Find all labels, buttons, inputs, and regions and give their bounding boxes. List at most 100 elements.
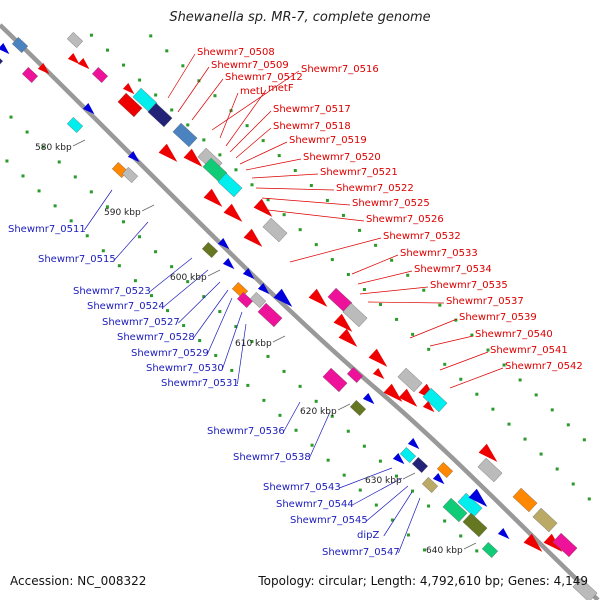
gene-arrow bbox=[158, 143, 178, 162]
gene-label-left: Shewmr7_0528 bbox=[117, 332, 195, 343]
gene-box bbox=[349, 399, 367, 417]
gene-feature bbox=[322, 367, 348, 393]
leader-line bbox=[225, 89, 267, 147]
tick-mark bbox=[141, 204, 155, 212]
leader-line bbox=[267, 209, 365, 222]
leader-line bbox=[222, 311, 243, 370]
leader-line bbox=[177, 66, 210, 113]
track-dot bbox=[266, 354, 270, 358]
track-dot bbox=[69, 219, 73, 223]
gene-arrow bbox=[127, 150, 140, 163]
gene-box bbox=[532, 507, 558, 533]
label-leader-lines bbox=[84, 53, 504, 554]
gene-label-right: Shewmr7_0542 bbox=[505, 361, 583, 372]
gene-label-left: Shewmr7_0545 bbox=[290, 515, 368, 526]
leader-line bbox=[237, 323, 247, 385]
gene-feature bbox=[572, 577, 598, 600]
gene-box bbox=[346, 366, 364, 384]
gene-label-left: Shewmr7_0524 bbox=[87, 301, 165, 312]
gene-feature bbox=[478, 443, 498, 462]
leader-line bbox=[193, 289, 229, 339]
gene-label-left: Shewmr7_0527 bbox=[102, 317, 180, 328]
gene-label-left: Shewmr7_0538 bbox=[233, 452, 311, 463]
track-dot bbox=[25, 130, 29, 134]
track-dot bbox=[218, 153, 222, 157]
gene-feature bbox=[477, 457, 503, 483]
gene-arrow bbox=[222, 257, 235, 270]
tick-mark bbox=[272, 335, 286, 343]
gene-box bbox=[11, 36, 29, 54]
gene-box bbox=[481, 541, 499, 559]
track-dot bbox=[330, 414, 334, 418]
track-dot bbox=[262, 398, 266, 402]
tick-label: 580 kbp bbox=[35, 143, 72, 153]
track-dot bbox=[298, 384, 302, 388]
track-dot bbox=[198, 339, 202, 343]
gene-feature bbox=[66, 31, 84, 49]
track-dot bbox=[587, 497, 591, 501]
track-dot bbox=[149, 294, 153, 298]
track-dot bbox=[411, 332, 415, 336]
gene-label-right: Shewmr7_0519 bbox=[289, 135, 367, 146]
gene-feature bbox=[462, 512, 488, 538]
gene-box bbox=[457, 492, 483, 518]
gene-arrow bbox=[243, 228, 263, 247]
gene-feature bbox=[223, 203, 243, 222]
leader-line bbox=[245, 158, 302, 171]
gene-arrow bbox=[383, 383, 403, 402]
tick-label: 620 kbp bbox=[300, 407, 337, 417]
gene-feature bbox=[392, 452, 405, 465]
gene-feature bbox=[333, 313, 353, 332]
gene-label-right: Shewmr7_0540 bbox=[475, 329, 553, 340]
track-dot bbox=[427, 347, 431, 351]
leader-line bbox=[366, 485, 409, 522]
track-dot bbox=[390, 518, 394, 522]
track-dot bbox=[182, 324, 186, 328]
track-dot bbox=[423, 548, 426, 552]
gene-box bbox=[422, 387, 448, 413]
gene-arrow bbox=[523, 533, 543, 552]
tick-label: 600 kbp bbox=[170, 273, 207, 283]
track-dot bbox=[73, 175, 77, 179]
track-dot bbox=[214, 353, 218, 357]
track-dot bbox=[394, 474, 398, 478]
track-dot bbox=[406, 273, 410, 277]
gene-feature bbox=[407, 437, 420, 450]
gene-feature bbox=[523, 533, 543, 552]
tick-mark bbox=[402, 472, 416, 480]
leader-line bbox=[367, 301, 445, 304]
track-dot bbox=[37, 189, 41, 193]
gene-feature bbox=[346, 366, 364, 384]
track-dot bbox=[443, 519, 447, 523]
gene-arrow bbox=[242, 267, 255, 280]
gene-box bbox=[236, 291, 254, 309]
gene-label-left: Shewmr7_0523 bbox=[73, 286, 151, 297]
gene-box bbox=[411, 456, 429, 474]
gene-arrow bbox=[308, 288, 328, 307]
gene-arrow bbox=[67, 52, 80, 65]
gene-box bbox=[262, 217, 288, 243]
gene-arrow bbox=[372, 367, 385, 380]
track-dot bbox=[170, 265, 174, 269]
gene-feature bbox=[158, 143, 178, 162]
gene-arrow bbox=[203, 188, 223, 207]
gene-arrow bbox=[37, 62, 50, 75]
gene-feature bbox=[82, 102, 95, 115]
track-dot bbox=[246, 383, 250, 387]
track-dot bbox=[213, 94, 217, 98]
gene-box bbox=[421, 476, 439, 494]
track-dot bbox=[459, 377, 463, 381]
gene-feature bbox=[399, 446, 417, 464]
track-dot bbox=[117, 264, 121, 268]
gene-arrow bbox=[122, 82, 135, 95]
leader-line bbox=[251, 173, 319, 179]
gene-box bbox=[121, 166, 139, 184]
track-dot bbox=[138, 235, 142, 239]
tick-label: 630 kbp bbox=[365, 476, 402, 486]
track-dot bbox=[218, 310, 222, 314]
accession-text: Accession: NC_008322 bbox=[10, 574, 147, 588]
gene-box bbox=[172, 122, 198, 148]
